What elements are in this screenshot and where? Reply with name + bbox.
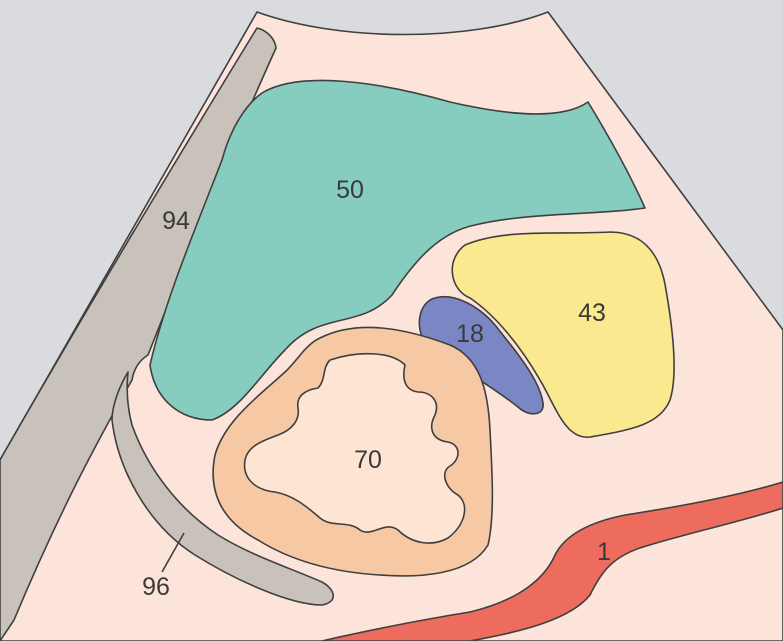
label-50: 50: [336, 176, 364, 204]
label-18: 18: [456, 320, 484, 348]
label-96: 96: [142, 573, 170, 601]
teal-structure: [149, 79, 646, 421]
yellow-structure: [451, 231, 675, 438]
orange-inner-lumen: [243, 352, 466, 544]
leader-line-96: [161, 532, 185, 573]
label-1: 1: [597, 538, 611, 566]
label-70: 70: [354, 446, 382, 474]
label-43: 43: [578, 299, 606, 327]
gray-curve-structure: [111, 371, 335, 606]
label-94: 94: [162, 207, 190, 235]
red-band-structure: [321, 481, 783, 641]
